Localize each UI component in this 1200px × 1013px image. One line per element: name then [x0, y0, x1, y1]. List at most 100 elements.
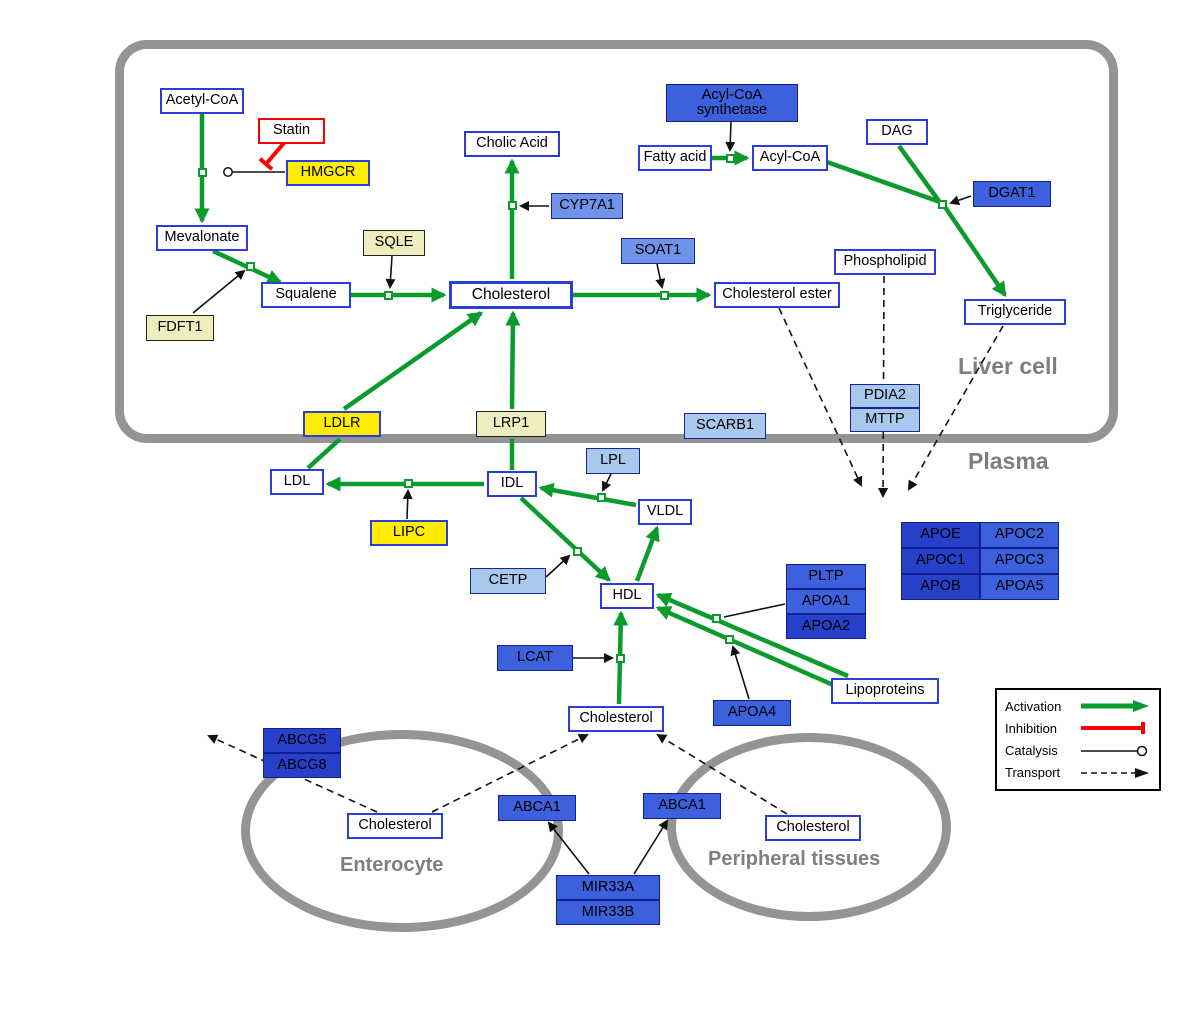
node-mevalonate[interactable]: Mevalonate	[156, 225, 248, 251]
inhibition-tee-icon	[1081, 722, 1145, 735]
node-lcat[interactable]: LCAT	[497, 645, 573, 671]
node-acyl-coa-synthetase[interactable]: Acyl-CoA synthetase	[666, 84, 798, 122]
node-lrp1[interactable]: LRP1	[476, 411, 546, 437]
node-abca1-enterocyte[interactable]: ABCA1	[498, 795, 576, 821]
node-apoa4[interactable]: APOA4	[713, 700, 791, 726]
edge-catalysis-32	[730, 645, 750, 700]
edge-activation-7	[897, 144, 941, 203]
edge-catalysis-28	[402, 489, 413, 520]
liver-cell-label: Liver cell	[958, 353, 1058, 379]
edge-activation-19	[655, 592, 849, 679]
node-cholesterol-plasma[interactable]: Cholesterol	[568, 706, 664, 732]
edge-catalysis-30	[545, 554, 571, 578]
node-cyp7a1[interactable]: CYP7A1	[551, 193, 623, 219]
node-apoa1[interactable]: APOA1	[786, 589, 866, 614]
plasma-label: Plasma	[968, 448, 1049, 474]
edge-catalysis-25	[655, 263, 666, 289]
node-abcg5[interactable]: ABCG5	[263, 728, 341, 753]
edge-activation-10	[342, 311, 484, 411]
edge-catalysis-33	[723, 603, 786, 618]
edge-transport-38	[908, 325, 1004, 491]
node-apoc2[interactable]: APOC2	[980, 522, 1059, 548]
node-phospholipid[interactable]: Phospholipid	[834, 249, 936, 275]
peripheral-tissues-label: Peripheral tissues	[708, 848, 881, 870]
node-dag[interactable]: DAG	[866, 119, 928, 145]
edge-activation-17	[613, 610, 629, 705]
legend-label-inhibition: Inhibition	[1005, 720, 1058, 736]
node-vldl[interactable]: VLDL	[638, 499, 692, 525]
legend-row-transport: Transport	[1005, 765, 1151, 780]
node-apoa5[interactable]: APOA5	[980, 574, 1059, 600]
edge-catalysis-26	[725, 121, 736, 152]
edge-activation-8	[943, 205, 1007, 298]
edge-activation-18	[655, 605, 841, 691]
node-mttp[interactable]: MTTP	[850, 408, 920, 432]
peripheral-tissues-compartment	[667, 733, 951, 921]
node-statin[interactable]: Statin	[258, 118, 325, 144]
node-apoe[interactable]: APOE	[901, 522, 980, 548]
edge-catalysis-29	[602, 473, 612, 492]
node-idl[interactable]: IDL	[487, 471, 537, 497]
node-acyl-coa[interactable]: Acyl-CoA	[752, 145, 828, 171]
edge-inhibition-20	[258, 141, 286, 171]
node-soat1[interactable]: SOAT1	[621, 238, 695, 264]
edge-catalysis-23	[385, 255, 396, 289]
node-apoc1[interactable]: APOC1	[901, 548, 980, 574]
node-cholic-acid[interactable]: Cholic Acid	[464, 131, 560, 157]
enterocyte-label: Enterocyte	[340, 854, 444, 876]
legend-row-inhibition: Inhibition	[1005, 721, 1151, 736]
edge-activation-14	[538, 482, 637, 508]
node-fatty-acid[interactable]: Fatty acid	[638, 145, 712, 171]
edge-catalysis-22	[192, 269, 246, 314]
edge-catalysis-35	[633, 819, 669, 875]
edge-transport-36	[778, 307, 863, 487]
node-cetp[interactable]: CETP	[470, 568, 546, 594]
node-apob[interactable]: APOB	[901, 574, 980, 600]
node-abcg8[interactable]: ABCG8	[263, 753, 341, 778]
node-sqle[interactable]: SQLE	[363, 230, 425, 256]
edge-catalysis-27	[949, 195, 972, 206]
transport-dashed-arrow-icon	[1081, 767, 1149, 778]
node-lipoproteins[interactable]: Lipoproteins	[831, 678, 939, 704]
node-acetyl-coa[interactable]: Acetyl-CoA	[160, 88, 244, 114]
legend-row-catalysis: Catalysis	[1005, 743, 1151, 758]
legend-label-transport: Transport	[1005, 765, 1061, 781]
node-lpl[interactable]: LPL	[586, 448, 640, 474]
catalysis-circle-icon	[1081, 745, 1148, 756]
node-ldl[interactable]: LDL	[270, 469, 324, 495]
node-scarb1[interactable]: SCARB1	[684, 413, 766, 439]
legend-label-activation: Activation	[1005, 698, 1062, 714]
node-fdft1[interactable]: FDFT1	[146, 315, 214, 341]
edge-activation-9	[306, 437, 342, 470]
edge-transport-39	[207, 734, 378, 813]
node-cholesterol-ester[interactable]: Cholesterol ester	[714, 282, 840, 308]
node-squalene[interactable]: Squalene	[261, 282, 351, 308]
node-ldlr[interactable]: LDLR	[303, 411, 381, 437]
edge-activation-15	[519, 496, 611, 582]
node-apoc3[interactable]: APOC3	[980, 548, 1059, 574]
node-mir33b[interactable]: MIR33B	[556, 900, 660, 925]
node-pdia2[interactable]: PDIA2	[850, 384, 920, 408]
node-pltp[interactable]: PLTP	[786, 564, 866, 589]
node-hmgcr[interactable]: HMGCR	[286, 160, 370, 186]
liver-cell-compartment	[115, 40, 1118, 443]
node-dgat1[interactable]: DGAT1	[973, 181, 1051, 207]
edge-activation-1	[212, 248, 283, 285]
edge-activation-6	[826, 159, 941, 205]
edge-catalysis-34	[547, 821, 590, 875]
edge-transport-40	[431, 734, 589, 813]
node-lipc[interactable]: LIPC	[370, 520, 448, 546]
node-apoa2[interactable]: APOA2	[786, 614, 866, 639]
node-triglyceride[interactable]: Triglyceride	[964, 299, 1066, 325]
node-mir33a[interactable]: MIR33A	[556, 875, 660, 900]
enterocyte-compartment	[241, 730, 563, 932]
node-abca1-peripheral[interactable]: ABCA1	[643, 793, 721, 819]
legend-row-activation: Activation	[1005, 699, 1151, 714]
node-hdl[interactable]: HDL	[600, 583, 654, 609]
node-cholesterol-enterocyte[interactable]: Cholesterol	[347, 813, 443, 839]
node-cholesterol-liver[interactable]: Cholesterol	[449, 281, 573, 309]
node-cholesterol-peripheral[interactable]: Cholesterol	[765, 815, 861, 841]
